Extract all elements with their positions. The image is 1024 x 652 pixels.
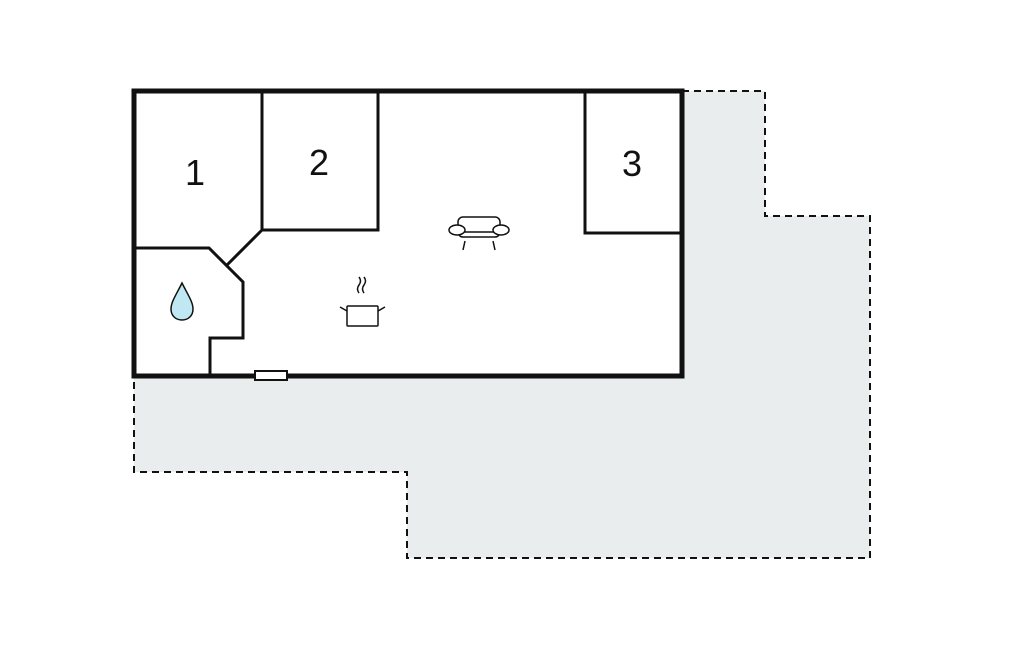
kitchen-pot-icon	[339, 276, 386, 327]
bathroom-water-drop-icon	[170, 281, 194, 321]
room-2-label: 2	[309, 142, 329, 183]
room-1-label: 1	[185, 152, 205, 193]
living-sofa-icon	[448, 216, 510, 251]
room-3-label: 3	[622, 143, 642, 184]
outer-walls	[131, 88, 685, 379]
entrance-door-icon	[254, 370, 288, 381]
interior-walls	[134, 91, 682, 376]
